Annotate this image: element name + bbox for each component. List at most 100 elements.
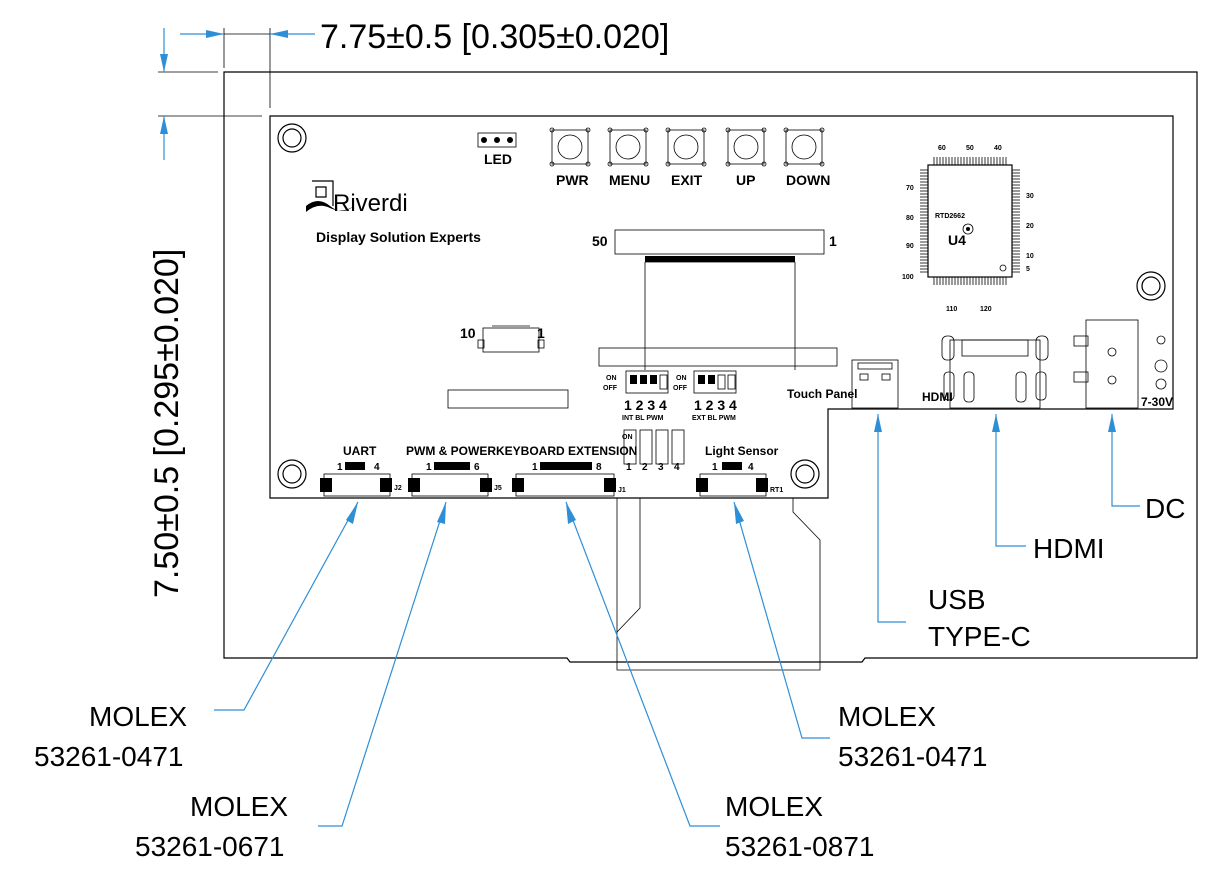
svg-text:UART: UART	[343, 444, 377, 458]
svg-text:RT1: RT1	[770, 487, 783, 494]
callout-usb-line2: TYPE-C	[928, 621, 1031, 652]
button-menu: MENU	[607, 127, 650, 188]
hdmi-small-label: HDMI	[922, 390, 953, 404]
dip-switch-int: ON OFF 1 2 3 4 INT BL PWM	[603, 370, 669, 422]
svg-text:1 2 3 4: 1 2 3 4	[694, 397, 737, 413]
svg-text:100: 100	[902, 274, 914, 281]
fpc-tail	[616, 261, 821, 671]
button-pwr: PWR	[549, 127, 591, 188]
led-label: LED	[484, 151, 512, 167]
svg-text:2: 2	[642, 462, 648, 473]
svg-text:INT BL PWM: INT BL PWM	[622, 415, 664, 422]
svg-text:10: 10	[1026, 253, 1034, 260]
callout-molex-uart-2: 53261-0471	[34, 741, 183, 772]
svg-text:50: 50	[592, 233, 608, 249]
svg-text:120: 120	[980, 306, 992, 313]
display-outline	[223, 71, 1198, 663]
hdmi-port: HDMI	[922, 335, 1049, 409]
board-slot	[447, 389, 569, 409]
left-dimension: 7.50±0.5 [0.295±0.020]	[148, 28, 262, 598]
svg-text:KEYBOARD EXTENSION: KEYBOARD EXTENSION	[496, 444, 637, 458]
svg-text:PWM & POWER: PWM & POWER	[406, 444, 496, 458]
voltage-label: 7-30V	[1141, 395, 1173, 409]
fpc-clamp	[598, 347, 838, 367]
callout-molex-light-2: 53261-0471	[838, 741, 987, 772]
button-exit: EXIT	[665, 127, 707, 188]
svg-text:8: 8	[596, 462, 602, 473]
svg-text:6: 6	[474, 462, 480, 473]
callout-usb-line1: USB	[928, 584, 986, 615]
svg-text:3: 3	[658, 462, 664, 473]
svg-text:1: 1	[537, 325, 545, 341]
leader-lines	[214, 414, 1140, 827]
fpc-connector-50: 50 1	[592, 229, 837, 262]
tagline: Display Solution Experts	[316, 229, 481, 245]
svg-text:ON: ON	[606, 375, 617, 382]
svg-text:40: 40	[994, 145, 1002, 152]
svg-text:10: 10	[460, 325, 476, 341]
svg-text:4: 4	[748, 462, 754, 473]
svg-text:1: 1	[829, 233, 837, 249]
svg-text:MENU: MENU	[609, 172, 650, 188]
svg-text:30: 30	[1026, 193, 1034, 200]
callout-molex-kbd-2: 53261-0871	[725, 831, 874, 862]
callout-molex-pwm-2: 53261-0671	[135, 831, 284, 862]
callout-dc: DC	[1145, 493, 1185, 524]
dip-switch-ext: ON OFF 1 2 3 4 EXT BL PWM	[673, 370, 737, 422]
connector-uart: UART 1 4 J2	[320, 444, 402, 497]
svg-text:J5: J5	[494, 485, 502, 492]
touch-panel-label: Touch Panel	[787, 387, 857, 401]
mounting-holes	[277, 123, 1166, 489]
svg-text:1: 1	[626, 462, 632, 473]
led: LED	[477, 132, 517, 167]
top-dimension: 7.75±0.5 [0.305±0.020]	[180, 18, 669, 108]
svg-text:1 2 3 4: 1 2 3 4	[624, 397, 667, 413]
svg-text:90: 90	[906, 243, 914, 250]
button-up: UP	[725, 127, 767, 188]
button-down: DOWN	[783, 127, 830, 188]
usb-c-port: Touch Panel	[787, 359, 899, 409]
riverdi-logo: Riverdi Display Solution Experts	[306, 180, 481, 245]
svg-text:J2: J2	[394, 485, 402, 492]
svg-text:OFF: OFF	[673, 385, 688, 392]
svg-text:UP: UP	[736, 172, 755, 188]
svg-text:ON: ON	[676, 375, 687, 382]
svg-text:DOWN: DOWN	[786, 172, 830, 188]
svg-text:U4: U4	[948, 232, 966, 248]
buttons: PWR MENU EXIT UP DOWN	[549, 127, 830, 188]
svg-text:60: 60	[938, 145, 946, 152]
svg-text:70: 70	[906, 185, 914, 192]
chip-u4: RTD2662 U4 60 50 40 70 80 90 100 30 20 1…	[902, 145, 1034, 313]
svg-text:50: 50	[966, 145, 974, 152]
callout-hdmi: HDMI	[1033, 533, 1105, 564]
callout-molex-light-1: MOLEX	[838, 701, 936, 732]
logo-text: Riverdi	[333, 190, 408, 217]
callout-molex-uart-1: MOLEX	[89, 701, 187, 732]
connector-keyboard: KEYBOARD EXTENSION 1 8 J1	[496, 444, 637, 497]
svg-text:Light Sensor: Light Sensor	[705, 444, 779, 458]
dip-switch-vertical: ON 1 2 3 4	[622, 429, 685, 473]
svg-text:20: 20	[1026, 223, 1034, 230]
dc-jack: 7-30V	[1073, 319, 1173, 409]
left-dimension-text: 7.50±0.5 [0.295±0.020]	[148, 249, 186, 598]
callout-molex-pwm-1: MOLEX	[190, 791, 288, 822]
svg-text:EXT BL PWM: EXT BL PWM	[692, 415, 736, 422]
svg-text:4: 4	[674, 462, 680, 473]
svg-text:ON: ON	[622, 434, 633, 441]
svg-text:RTD2662: RTD2662	[935, 213, 965, 220]
connector-pwm-power: PWM & POWER 1 6 J5	[406, 444, 502, 497]
svg-text:1: 1	[337, 462, 343, 473]
svg-text:J1: J1	[618, 487, 626, 494]
connector-light-sensor: Light Sensor 1 4 RT1	[696, 444, 783, 497]
top-dimension-text: 7.75±0.5 [0.305±0.020]	[320, 18, 669, 56]
svg-text:80: 80	[906, 215, 914, 222]
callout-molex-kbd-1: MOLEX	[725, 791, 823, 822]
svg-text:110: 110	[946, 306, 957, 313]
svg-text:1: 1	[532, 462, 538, 473]
pcb-outline	[269, 115, 1174, 499]
svg-text:5: 5	[1026, 266, 1030, 273]
svg-text:1: 1	[712, 462, 718, 473]
svg-text:4: 4	[374, 462, 380, 473]
svg-text:OFF: OFF	[603, 385, 618, 392]
